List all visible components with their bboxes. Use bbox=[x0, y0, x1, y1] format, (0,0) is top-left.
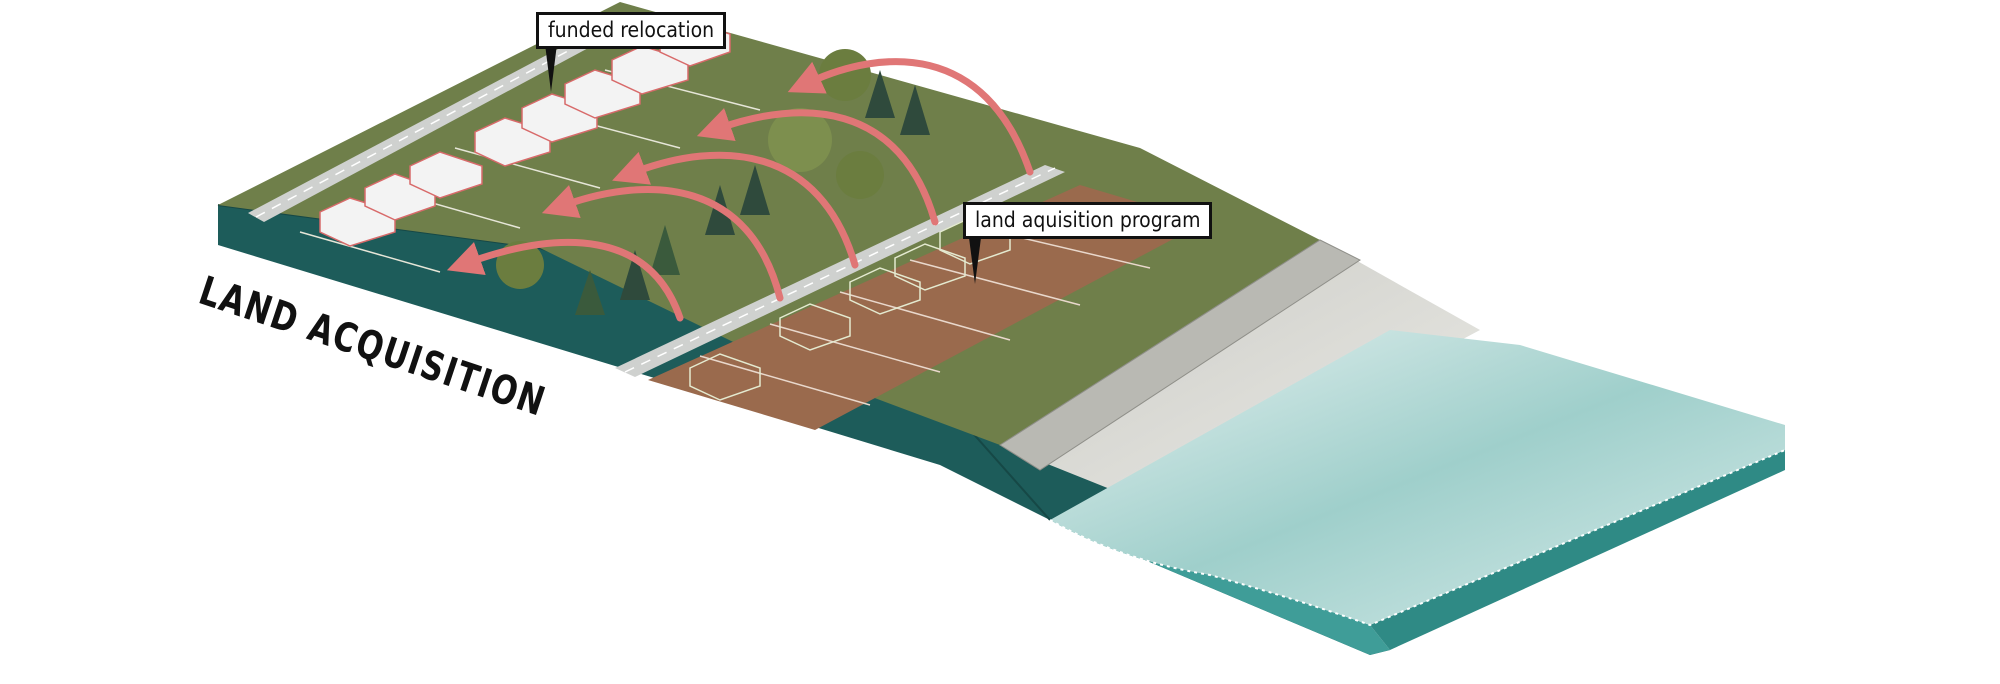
deciduous-tree bbox=[836, 151, 884, 199]
relocation-arrow bbox=[787, 58, 1034, 176]
ghost-house bbox=[894, 243, 966, 291]
earth-section bbox=[218, 205, 1390, 655]
relocation-arrow bbox=[446, 239, 684, 322]
removed-structures bbox=[689, 217, 1011, 401]
conifer-tree bbox=[900, 85, 930, 135]
ghost-house bbox=[689, 353, 761, 401]
water-surface bbox=[1050, 330, 1785, 625]
deciduous-tree bbox=[819, 49, 871, 101]
deciduous-tree bbox=[768, 108, 832, 172]
relocation-arrow bbox=[696, 108, 939, 226]
callout-pointer bbox=[968, 230, 982, 284]
conifer-tree bbox=[575, 270, 605, 315]
land-acquisition-program-callout: land aquisition program bbox=[963, 202, 1213, 239]
relocation-arrow bbox=[612, 151, 859, 269]
conifer-tree bbox=[740, 165, 770, 215]
water-section bbox=[1050, 520, 1390, 655]
relocation-arrows bbox=[446, 58, 1034, 322]
ghost-house bbox=[849, 267, 921, 315]
house bbox=[409, 151, 483, 199]
conifer-tree bbox=[650, 225, 680, 275]
callout-pointer bbox=[545, 44, 557, 92]
beach bbox=[1000, 240, 1480, 505]
back-road-centerline bbox=[255, 42, 584, 218]
back-road bbox=[248, 40, 592, 222]
relocation-arrow bbox=[541, 185, 784, 302]
funded-relocation-callout: funded relocation bbox=[536, 12, 727, 49]
conifer-tree bbox=[865, 70, 895, 118]
ghost-house bbox=[779, 303, 851, 351]
water-dotted-edge bbox=[1049, 449, 1786, 627]
rock-revetment bbox=[999, 239, 1362, 471]
acquired-parcels bbox=[648, 185, 1205, 430]
conifer-tree bbox=[620, 250, 650, 300]
water-section-right bbox=[1370, 450, 1785, 650]
grass-surface bbox=[218, 2, 1320, 445]
